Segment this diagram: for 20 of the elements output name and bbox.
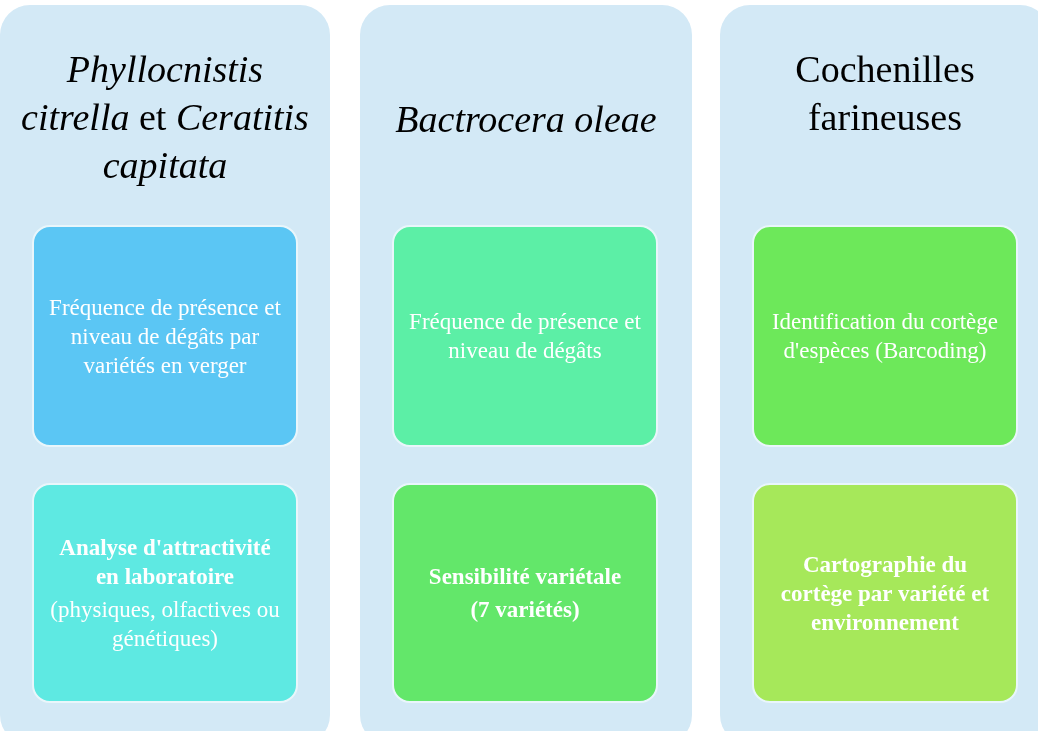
column-panel bbox=[720, 5, 1038, 731]
info-box bbox=[32, 225, 298, 447]
info-box bbox=[392, 225, 658, 447]
box-text: Sensibilité variétale bbox=[428, 563, 622, 591]
box-text: (physiques, olfactives ou génétiques) bbox=[49, 596, 281, 653]
box-text: Fréquence de présence et niveau de dégâts par variétés en verger bbox=[48, 293, 282, 380]
info-box bbox=[752, 483, 1018, 703]
column-panel bbox=[0, 5, 330, 731]
column-heading: Bactrocera oleae bbox=[394, 97, 658, 142]
column-heading: Cochenilles farineuses bbox=[794, 47, 976, 140]
info-box bbox=[752, 225, 1018, 447]
box-text: Identification du cortège d'espèces (Barcoding) bbox=[770, 308, 1000, 365]
column-panel bbox=[360, 5, 692, 731]
column-heading: Phyllocnistis citrella et Ceratitis capitata bbox=[20, 47, 310, 188]
box-text: Cartographie du cortège par variété et environnement bbox=[779, 550, 991, 637]
info-box bbox=[32, 483, 298, 703]
info-box bbox=[392, 483, 658, 703]
box-text: Analyse d'attractivité en laboratoire bbox=[58, 534, 272, 591]
box-text: (7 variétés) bbox=[470, 596, 580, 624]
box-text: Fréquence de présence et niveau de dégâts bbox=[408, 308, 642, 365]
